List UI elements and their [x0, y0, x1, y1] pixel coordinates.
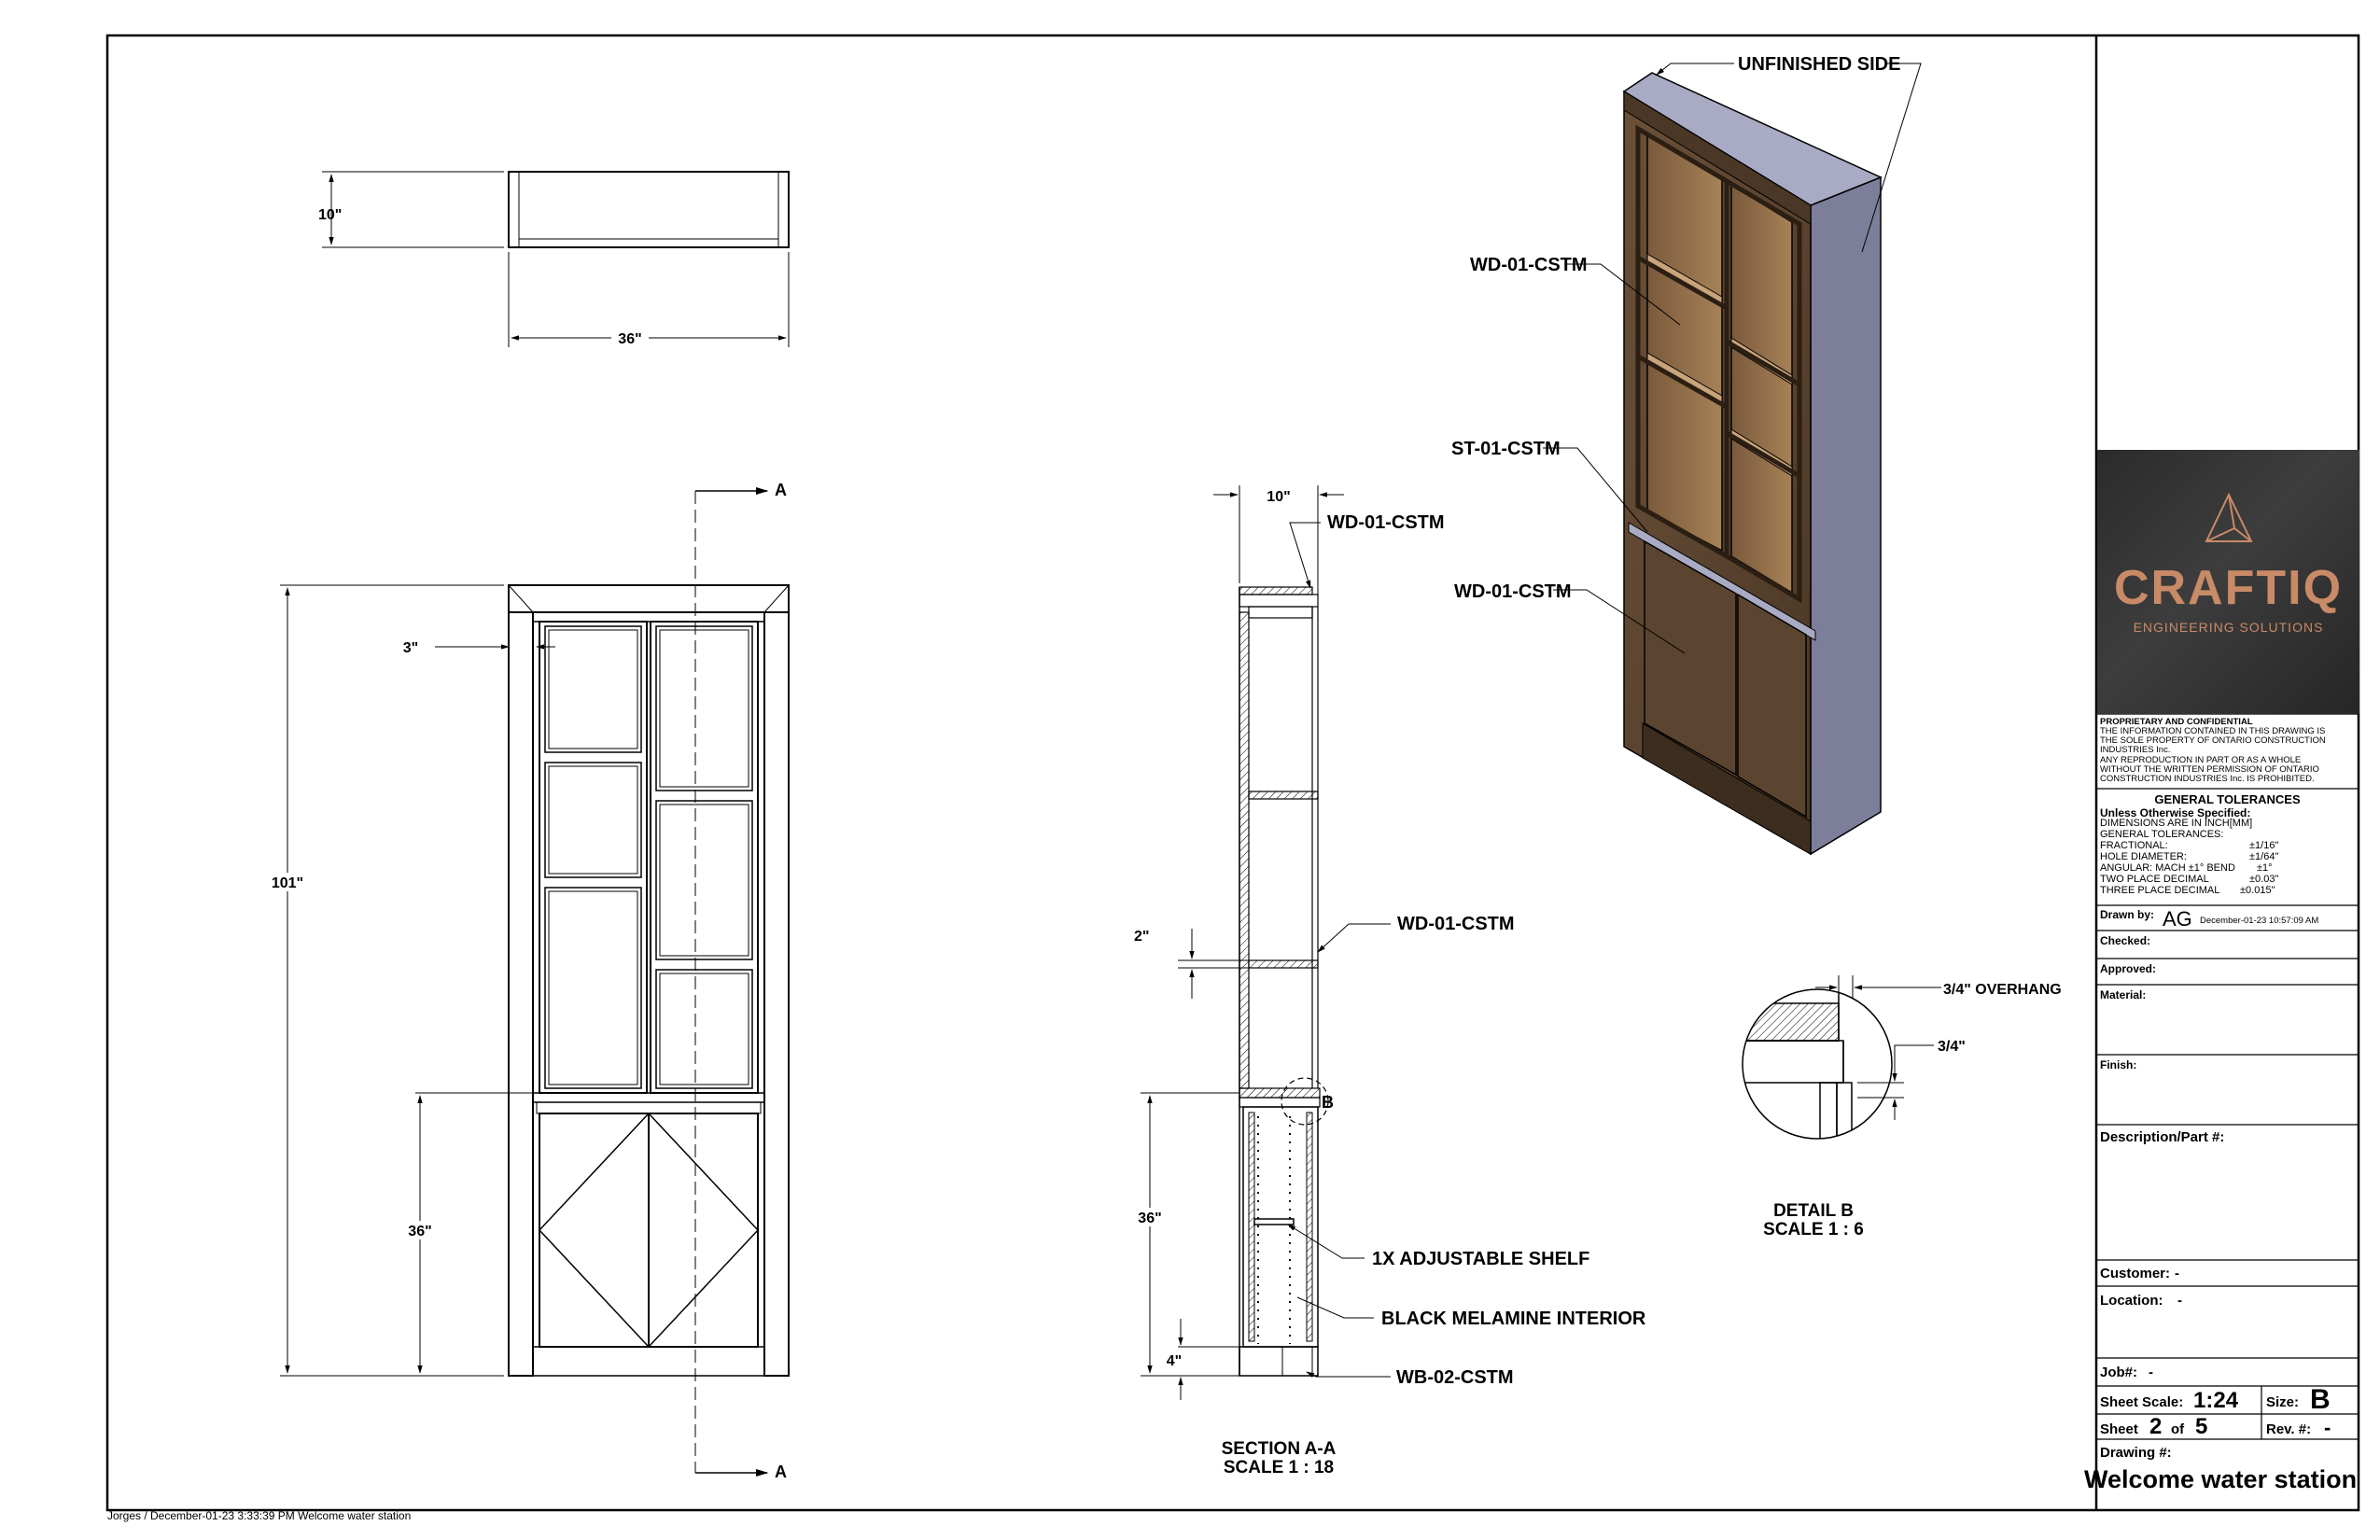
top-depth-dim: 10" [318, 207, 342, 223]
detail-b [1742, 975, 1941, 1140]
tolerance-value: ±0.03" [2249, 874, 2279, 885]
proprietary-line: CONSTRUCTION INDUSTRIES Inc. IS PROHIBIT… [2100, 774, 2315, 784]
drawing-number-label: Drawing #: [2100, 1445, 2172, 1461]
section-marker-bottom: A [775, 1463, 787, 1481]
tolerances-subheading: Unless Otherwise Specified: [2100, 806, 2251, 819]
drawn-date: December-01-23 10:57:09 AM [2200, 916, 2319, 926]
checked-label: Checked: [2100, 934, 2151, 947]
sheet-scale-label: Sheet Scale: [2100, 1394, 2184, 1410]
top-view: 10" 36" [318, 171, 790, 347]
iso-label-1: WD-01-CSTM [1470, 255, 1588, 275]
title-block-grid [2096, 713, 2359, 1440]
sheet-number: 2 [2149, 1414, 2163, 1439]
tolerance-value: ±1/64" [2249, 851, 2279, 862]
proprietary-line: INDUSTRIES Inc. [2100, 745, 2171, 755]
customer-label: Customer: [2100, 1266, 2171, 1281]
drawn-by-value: AG [2163, 907, 2192, 931]
section-a-a [1141, 485, 1391, 1400]
section-lower-height-dim: 36" [1138, 1211, 1161, 1226]
iso-label-2: ST-01-CSTM [1451, 439, 1561, 459]
proprietary-line: THE INFORMATION CONTAINED IN THIS DRAWIN… [2100, 726, 2326, 736]
tolerance-value: ±1/16" [2249, 840, 2279, 851]
tolerance-row: FRACTIONAL: [2100, 840, 2168, 851]
footer-stamp: Jorges / December-01-23 3:33:39 PM Welco… [107, 1509, 412, 1522]
detail-title: DETAIL B [1773, 1201, 1854, 1221]
section-title: SECTION A-A [1222, 1439, 1337, 1459]
logo-tagline: ENGINEERING SOLUTIONS [2133, 620, 2324, 635]
detail-overhang-label: 3/4" OVERHANG [1943, 982, 2062, 998]
tolerances-heading: GENERAL TOLERANCES [2154, 792, 2301, 806]
description-label: Description/Part #: [2100, 1129, 2225, 1145]
drawn-by-label: Drawn by: [2100, 908, 2155, 921]
base-material-label: WB-02-CSTM [1396, 1367, 1514, 1388]
proprietary-line: WITHOUT THE WRITTEN PERMISSION OF ONTARI… [2100, 764, 2319, 775]
tolerance-value: ±0.015" [2240, 885, 2275, 896]
section-scale: SCALE 1 : 18 [1224, 1458, 1334, 1477]
tolerance-row: GENERAL TOLERANCES: [2100, 829, 2224, 840]
company-logo: CRAFTIQ ENGINEERING SOLUTIONS [2097, 450, 2359, 714]
finish-label: Finish: [2100, 1058, 2137, 1071]
tolerance-value: ±1° [2257, 862, 2273, 874]
pyramid-icon [2205, 492, 2253, 542]
section-depth-dim: 10" [1267, 489, 1290, 505]
rev-value: - [2324, 1416, 2331, 1439]
drawing-title: Welcome water station [2084, 1465, 2358, 1493]
sheet-of-label: of [2171, 1421, 2185, 1437]
top-width-dim: 36" [618, 331, 641, 347]
section-top-material: WD-01-CSTM [1327, 512, 1445, 533]
iso-unfinished-side: UNFINISHED SIDE [1738, 54, 1900, 75]
proprietary-heading: PROPRIETARY AND CONFIDENTIAL [2100, 717, 2253, 727]
front-lower-height-dim: 36" [408, 1224, 431, 1239]
job-label: Job#: [2100, 1365, 2138, 1380]
customer-value: - [2175, 1266, 2179, 1281]
section-marker-top: A [775, 481, 787, 499]
tolerance-row: TWO PLACE DECIMAL [2100, 874, 2209, 885]
size-label: Size: [2266, 1394, 2300, 1410]
interior-label: BLACK MELAMINE INTERIOR [1381, 1309, 1646, 1329]
front-elevation [280, 486, 790, 1477]
job-value: - [2149, 1365, 2153, 1380]
sheet-total: 5 [2195, 1414, 2208, 1439]
tolerance-row: THREE PLACE DECIMAL [2100, 885, 2220, 896]
front-stile-dim: 3" [403, 640, 418, 656]
tolerance-row: ANGULAR: MACH ±1° BEND [2100, 862, 2235, 874]
adjustable-shelf-label: 1X ADJUSTABLE SHELF [1372, 1249, 1589, 1269]
rev-label: Rev. #: [2266, 1421, 2312, 1437]
sheet-label: Sheet [2100, 1421, 2138, 1437]
section-shelf-material: WD-01-CSTM [1397, 914, 1515, 934]
tolerance-row: HOLE DIAMETER: [2100, 851, 2187, 862]
approved-label: Approved: [2100, 962, 2156, 975]
logo-name: CRAFTIQ [2113, 561, 2344, 615]
iso-label-3: WD-01-CSTM [1454, 581, 1572, 602]
material-label: Material: [2100, 988, 2147, 1001]
tolerance-row: DIMENSIONS ARE IN INCH[MM] [2100, 818, 2253, 829]
detail-thickness-label: 3/4" [1938, 1039, 1966, 1055]
front-height-dim: 101" [272, 875, 303, 891]
section-shelf-gap-dim: 2" [1134, 929, 1149, 945]
isometric-view [1543, 63, 1922, 856]
detail-callout-b: B [1322, 1093, 1334, 1112]
location-value: - [2177, 1293, 2182, 1309]
section-base-height-dim: 4" [1167, 1353, 1182, 1369]
location-label: Location: [2100, 1293, 2163, 1309]
proprietary-line: ANY REPRODUCTION IN PART OR AS A WHOLE [2100, 755, 2302, 765]
size-value: B [2310, 1384, 2331, 1415]
proprietary-line: THE SOLE PROPERTY OF ONTARIO CONSTRUCTIO… [2100, 735, 2326, 746]
sheet-scale-value: 1:24 [2193, 1388, 2239, 1413]
detail-scale: SCALE 1 : 6 [1763, 1220, 1864, 1239]
sheet-border [105, 34, 2360, 1512]
